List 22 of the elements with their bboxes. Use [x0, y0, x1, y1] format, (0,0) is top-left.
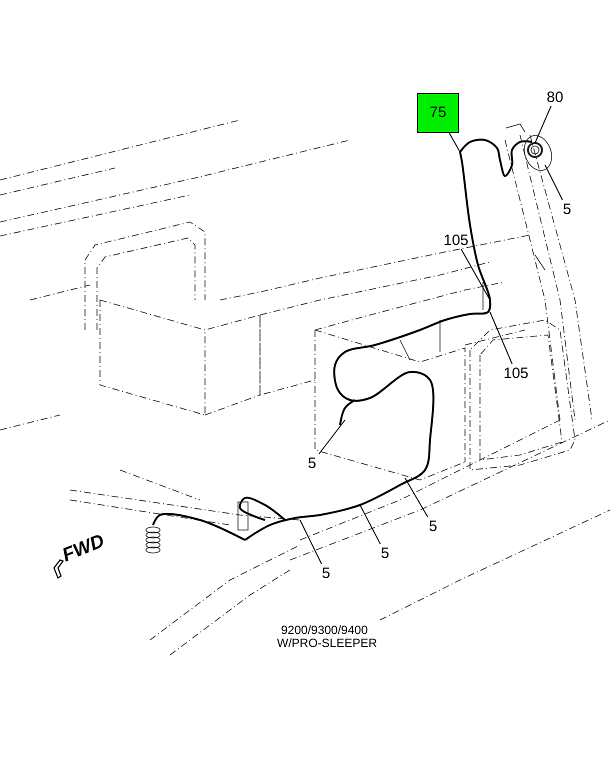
leader-line — [448, 132, 460, 152]
leader-line — [318, 420, 346, 454]
leader-line — [490, 312, 513, 364]
model-label: 9200/9300/9400 — [281, 623, 368, 637]
leader-line — [360, 504, 381, 544]
leader-line — [460, 248, 490, 300]
callout-number: 5 — [303, 454, 321, 472]
callout-number: 105 — [500, 364, 532, 382]
callout-number: 75 — [430, 105, 446, 120]
callout-number: 5 — [558, 200, 576, 218]
callout-box — [417, 93, 459, 133]
callout-number: 5 — [376, 544, 394, 562]
callout-number: 5 — [317, 564, 335, 582]
leader-line — [544, 164, 563, 200]
leader-line — [300, 520, 322, 564]
leader-line — [404, 478, 428, 518]
leader-line — [534, 106, 552, 144]
callout-number: 5 — [424, 517, 442, 535]
callout-number: 80 — [542, 88, 568, 106]
callout-number: 105 — [440, 231, 472, 249]
model-label: W/PRO-SLEEPER — [277, 636, 378, 650]
direction-label: FWD — [59, 530, 108, 568]
